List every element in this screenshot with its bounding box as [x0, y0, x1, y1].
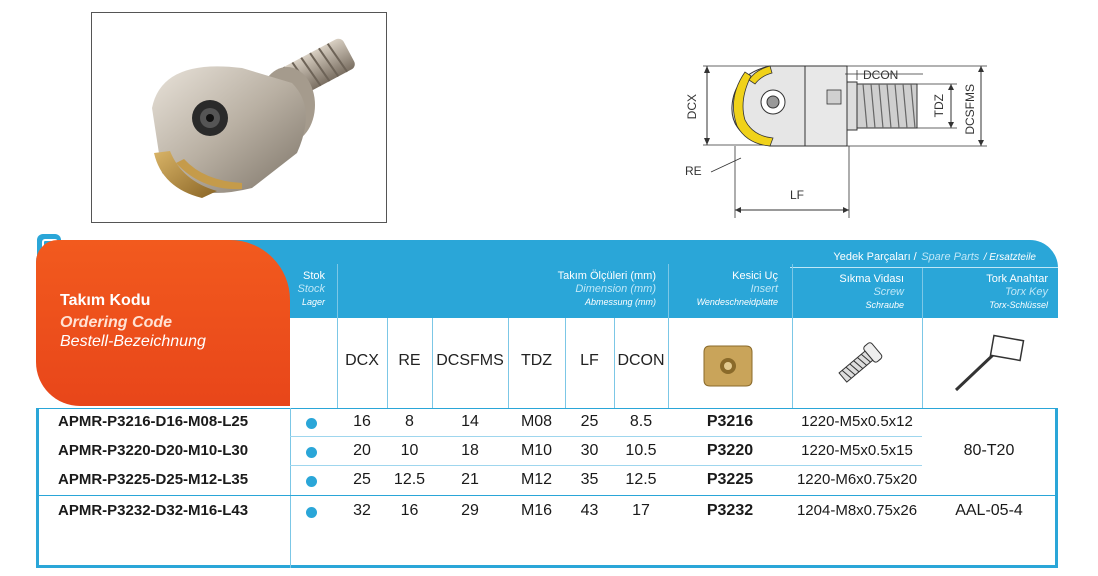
col-re: RE — [398, 352, 421, 369]
cell-lf: 25 — [580, 413, 599, 430]
cell-screw: 1220-M5x0.5x12 — [801, 413, 913, 430]
table-row-code: APMR-P3220-D20-M10-L30 — [58, 442, 249, 459]
cell-tdz: M10 — [520, 442, 553, 459]
cell-screw: 1220-M5x0.5x15 — [801, 442, 913, 459]
screw-header: Sıkma Vidası Screw Schraube — [839, 273, 904, 310]
col-dcx: DCX — [345, 352, 379, 369]
re-label: RE — [685, 164, 702, 178]
cell-re: 10 — [400, 442, 419, 459]
cell-dcon: 17 — [632, 502, 650, 519]
torx-key-icon — [954, 334, 1025, 392]
cell-lf: 43 — [580, 502, 599, 519]
insert-icon — [703, 345, 753, 387]
col-lf: LF — [580, 352, 599, 369]
stock-header: Stok Stock Lager — [297, 270, 325, 307]
dcx-label: DCX — [685, 94, 699, 120]
cell-dcx: 20 — [353, 442, 371, 459]
ordering-code-header: Takım Kodu Ordering Code Bestell-Bezeich… — [36, 240, 290, 406]
col-dcon: DCON — [617, 352, 665, 369]
cell-dcsfms: 29 — [461, 502, 479, 519]
cell-re: 8 — [405, 413, 414, 430]
row-divider — [290, 436, 922, 437]
dcsfms-label: DCSFMS — [963, 84, 977, 135]
cell-lf: 30 — [580, 442, 599, 459]
ball-nose-cutter-image — [152, 38, 355, 198]
cell-dcon: 10.5 — [625, 442, 657, 459]
cell-dcx: 16 — [353, 413, 371, 430]
cell-tdz: M12 — [520, 471, 553, 488]
stock-indicator — [306, 447, 317, 458]
insert-header: Kesici Uç Insert Wendeschneidplatte — [696, 270, 778, 307]
ordering-code-de: Bestell-Bezeichnung — [60, 333, 206, 350]
ordering-code-tr: Takım Kodu — [60, 292, 151, 309]
table-right-border — [1055, 408, 1058, 568]
lf-label: LF — [790, 188, 805, 202]
cell-key-group1: 80-T20 — [963, 442, 1015, 459]
stock-indicator — [306, 476, 317, 487]
cell-re: 16 — [400, 502, 419, 519]
col-tdz: TDZ — [520, 352, 553, 369]
table-row-code: APMR-P3232-D32-M16-L43 — [58, 502, 249, 519]
technical-drawing: DCX RE DCON TDZ DCSFMS LF — [675, 40, 1015, 230]
cell-dcsfms: 14 — [461, 413, 479, 430]
cell-insert: P3232 — [706, 502, 754, 519]
spare-parts-divider — [790, 267, 1058, 268]
cell-screw: 1204-M8x0.75x26 — [796, 502, 918, 519]
table-row-code: APMR-P3216-D16-M08-L25 — [58, 413, 249, 430]
cell-insert: P3216 — [706, 413, 754, 430]
cell-insert: P3225 — [706, 471, 754, 488]
cell-dcon: 8.5 — [629, 413, 653, 430]
dcon-label: DCON — [863, 68, 899, 82]
cell-dcx: 25 — [353, 471, 371, 488]
cell-insert: P3220 — [706, 442, 754, 459]
cell-lf: 35 — [580, 471, 599, 488]
col-sep — [290, 408, 291, 568]
dimension-header: Takım Ölçüleri (mm) Dimension (mm) Abmes… — [557, 270, 656, 307]
spare-parts-header: Yedek Parçaları / Spare Parts / Ersatzte… — [833, 251, 1036, 263]
cell-dcsfms: 21 — [461, 471, 479, 488]
stock-indicator — [306, 507, 317, 518]
cell-dcx: 32 — [353, 502, 371, 519]
row-divider — [36, 408, 1058, 409]
screw-icon — [838, 342, 883, 383]
cell-dcon: 12.5 — [625, 471, 657, 488]
cell-screw: 1220-M6x0.75x20 — [796, 471, 918, 488]
key-header: Tork Anahtar Torx Key Torx-Schlüssel — [986, 273, 1048, 310]
dimension-drawing — [703, 65, 987, 218]
col-dcsfms: DCSFMS — [436, 352, 504, 369]
table-left-border — [36, 408, 39, 568]
row-divider — [36, 495, 1058, 496]
row-divider — [290, 465, 922, 466]
product-photo — [91, 12, 387, 223]
cell-dcsfms: 18 — [461, 442, 479, 459]
cell-tdz: M16 — [520, 502, 553, 519]
cell-tdz: M08 — [520, 413, 553, 430]
ordering-code-en: Ordering Code — [60, 314, 173, 331]
stock-indicator — [306, 418, 317, 429]
table-bottom-border — [36, 565, 1058, 568]
table-row-code: APMR-P3225-D25-M12-L35 — [58, 471, 249, 488]
tdz-label: TDZ — [932, 94, 946, 118]
table-body — [36, 408, 1058, 568]
cell-re: 12.5 — [393, 471, 426, 488]
cell-key-group2: AAL-05-4 — [955, 502, 1023, 519]
